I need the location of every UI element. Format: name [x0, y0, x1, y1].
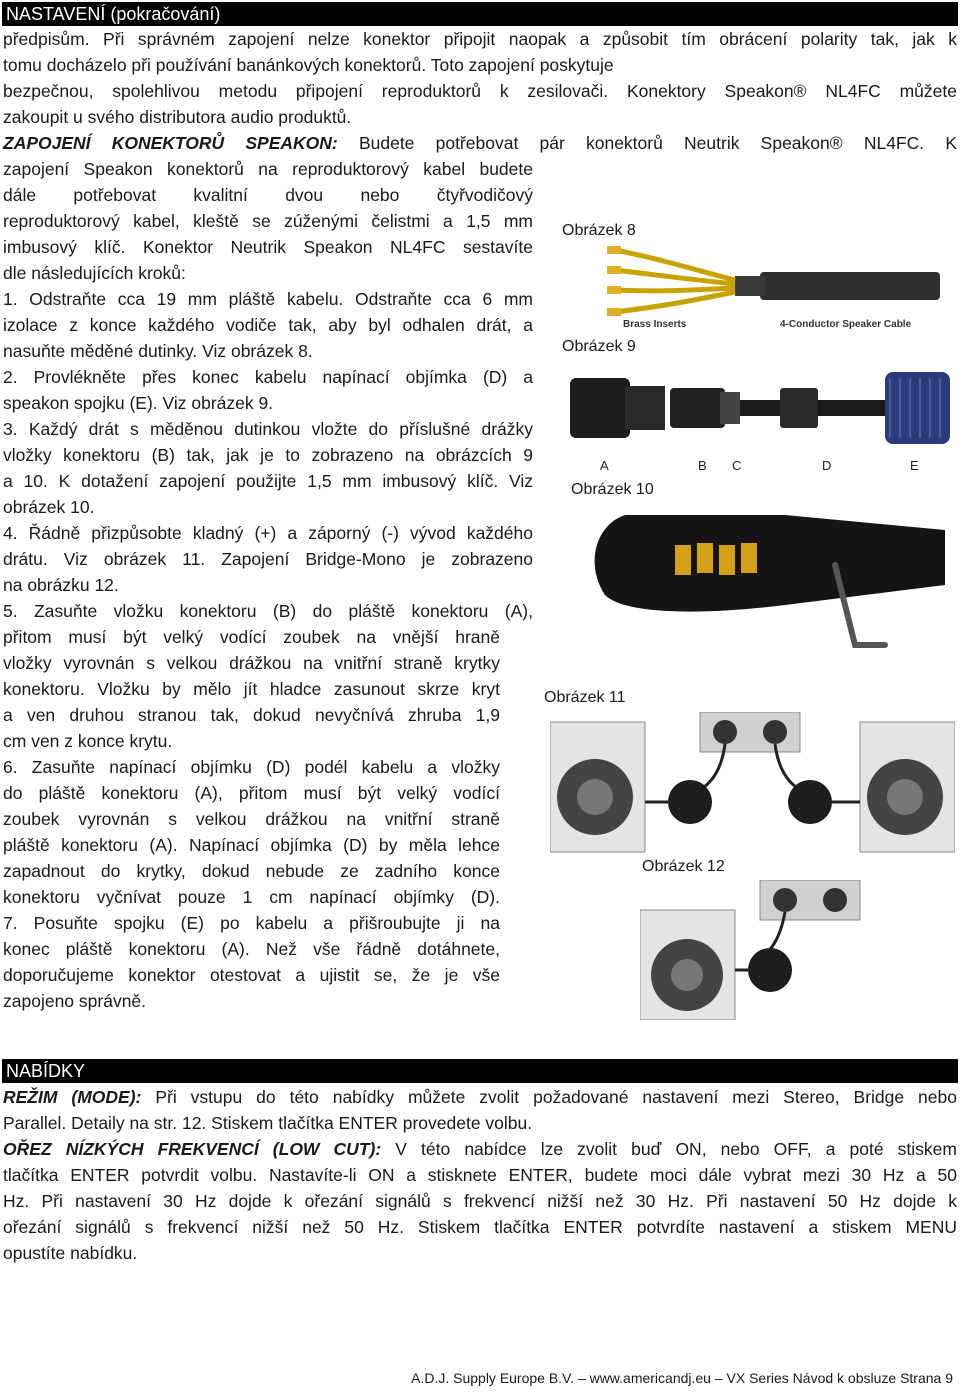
left-text-line: a 10. K dotažení zapojení použijte 1,5 m…	[3, 471, 533, 491]
left-text-line: přitom musí být velký vodící zoubek na v…	[3, 627, 500, 647]
left-text-line: zapojeno správně.	[3, 991, 147, 1011]
left-text-line: izolace z konce každého vodiče tak, aby …	[3, 315, 533, 335]
left-text-line: zapojení Speakon konektorů na reprodukto…	[3, 159, 533, 179]
mode-heading: REŽIM (MODE):	[3, 1087, 142, 1107]
left-text-line: imbusový klíč. Konektor Neutrik Speakon …	[3, 237, 533, 257]
lowcut-line: ořezání signálů s frekvencí nižší než 50…	[3, 1217, 957, 1237]
left-text-line: do pláště konektoru (A), přitom musí být…	[3, 783, 500, 803]
left-text-line: doporučujeme konektor otestovat a ujisti…	[3, 965, 500, 985]
left-text-line: zoubek vyrovnán s velkou drážkou na vnit…	[3, 809, 500, 829]
figure-11-stereo-wiring-image	[550, 712, 955, 853]
cable-caption: 4-Conductor Speaker Cable	[780, 319, 912, 330]
left-text-line: speakon spojku (E). Viz obrázek 9.	[3, 393, 274, 413]
lowcut-heading: OŘEZ NÍZKÝCH FREKVENCÍ (LOW CUT):	[3, 1139, 382, 1159]
text-line: tomu docházelo při používání banánkových…	[3, 55, 614, 75]
left-text-line: drátu. Viz obrázek 11. Zapojení Bridge-M…	[3, 549, 533, 569]
section-header-nabidky: NABÍDKY	[2, 1059, 958, 1083]
left-text-line: 5. Zasuňte vložku konektoru (B) do plášt…	[3, 601, 533, 621]
left-text-line: vložky vyrovnán s velkou drážkou na vnit…	[3, 653, 500, 673]
left-text-line: 1. Odstraňte cca 19 mm pláště kabelu. Od…	[3, 289, 533, 309]
mode-line-1: REŽIM (MODE): Při vstupu do této nabídky…	[3, 1084, 957, 1110]
left-text-line: obrázek 10.	[3, 497, 95, 517]
left-text-line: konektoru. Vložku by mělo jít hladce zas…	[3, 679, 500, 699]
left-text-line: zapadnout do krytky, dokud nebude ze zad…	[3, 861, 500, 881]
left-text-line: dále potřebovat kvalitní dvou nebo čtyřv…	[3, 185, 533, 205]
figure-12-bridge-wiring-image	[640, 880, 861, 1020]
lowcut-line: Hz. Při nastavení 30 Hz dojde k ořezání …	[3, 1191, 957, 1211]
left-text-line: reproduktorový kabel, kleště se zúženými…	[3, 211, 533, 231]
speakon-heading: ZAPOJENÍ KONEKTORŮ SPEAKON:	[3, 133, 338, 153]
brass-inserts-caption: Brass Inserts	[623, 319, 687, 330]
figure-8-label: Obrázek 8	[562, 222, 636, 239]
left-text-line: konec pláště konektoru (A). Než vše řádn…	[3, 939, 500, 959]
figure-8-cable-image: Brass Inserts 4-Conductor Speaker Cable	[607, 246, 940, 330]
left-text-line: na obrázku 12.	[3, 575, 119, 595]
speakon-intro-text: Budete potřebovat pár konektorů Neutrik …	[337, 133, 957, 153]
left-text-line: pláště konektoru (A). Napínací objímka (…	[3, 835, 500, 855]
lowcut-line-1: OŘEZ NÍZKÝCH FREKVENCÍ (LOW CUT): V této…	[3, 1136, 957, 1162]
left-text-line: 6. Zasuňte napínací objímku (D) podél ka…	[3, 757, 500, 777]
left-text-line: dle následujících kroků:	[3, 263, 186, 283]
figure-10-label: Obrázek 10	[571, 481, 654, 498]
speakon-intro-line: ZAPOJENÍ KONEKTORŮ SPEAKON: Budete potře…	[3, 130, 957, 156]
part-b-letter: B	[698, 458, 707, 473]
part-e-letter: E	[910, 458, 919, 473]
figure-9-label: Obrázek 9	[562, 338, 636, 355]
figure-11-label: Obrázek 11	[544, 689, 626, 706]
left-text-line: 7. Posuňte spojku (E) po kabelu a přišro…	[3, 913, 500, 933]
part-c-letter: C	[732, 458, 741, 473]
left-text-line: nasuňte měděné dutinky. Viz obrázek 8.	[3, 341, 313, 361]
figure-12-label: Obrázek 12	[642, 858, 725, 875]
left-text-line: 2. Provlékněte přes konec kabelu napínac…	[3, 367, 533, 387]
section-header-nastaveni: NASTAVENÍ (pokračování)	[2, 2, 958, 26]
figure-10-allen-key-image	[594, 515, 945, 648]
lowcut-line-last: opustíte nabídku.	[3, 1243, 138, 1263]
left-text-line: 4. Řádně přizpůsobte kladný (+) a záporn…	[3, 523, 533, 543]
part-d-letter: D	[822, 458, 831, 473]
text-line: bezpečnou, spolehlivou metodu připojení …	[3, 81, 957, 101]
left-text-line: a ven druhou stranou tak, dokud nevyčnív…	[3, 705, 500, 725]
figure-9-connector-parts-image: A B C D E	[570, 372, 950, 473]
left-text-line: 3. Každý drát s měděnou dutinkou vložte …	[3, 419, 533, 439]
left-text-line: konektoru vyčnívat pouze 1 cm napínací o…	[3, 887, 500, 907]
part-a-letter: A	[600, 458, 609, 473]
lowcut-text: V této nabídce lze zvolit buď ON, nebo O…	[381, 1139, 957, 1159]
page-footer: A.D.J. Supply Europe B.V. – www.american…	[411, 1370, 953, 1386]
mode-line-2: Parallel. Detaily na str. 12. Stiskem tl…	[3, 1113, 533, 1133]
text-line: předpisům. Při správném zapojení nelze k…	[3, 29, 957, 49]
lowcut-line: tlačítka ENTER potvrdit volbu. Nastavíte…	[3, 1165, 957, 1185]
text-line: zakoupit u svého distributora audio prod…	[3, 107, 352, 127]
left-text-line: cm ven z konce krytu.	[3, 731, 173, 751]
mode-text: Při vstupu do této nabídky můžete zvolit…	[141, 1087, 957, 1107]
left-text-line: vložky konektoru (B) tak, jak je to zobr…	[3, 445, 533, 465]
